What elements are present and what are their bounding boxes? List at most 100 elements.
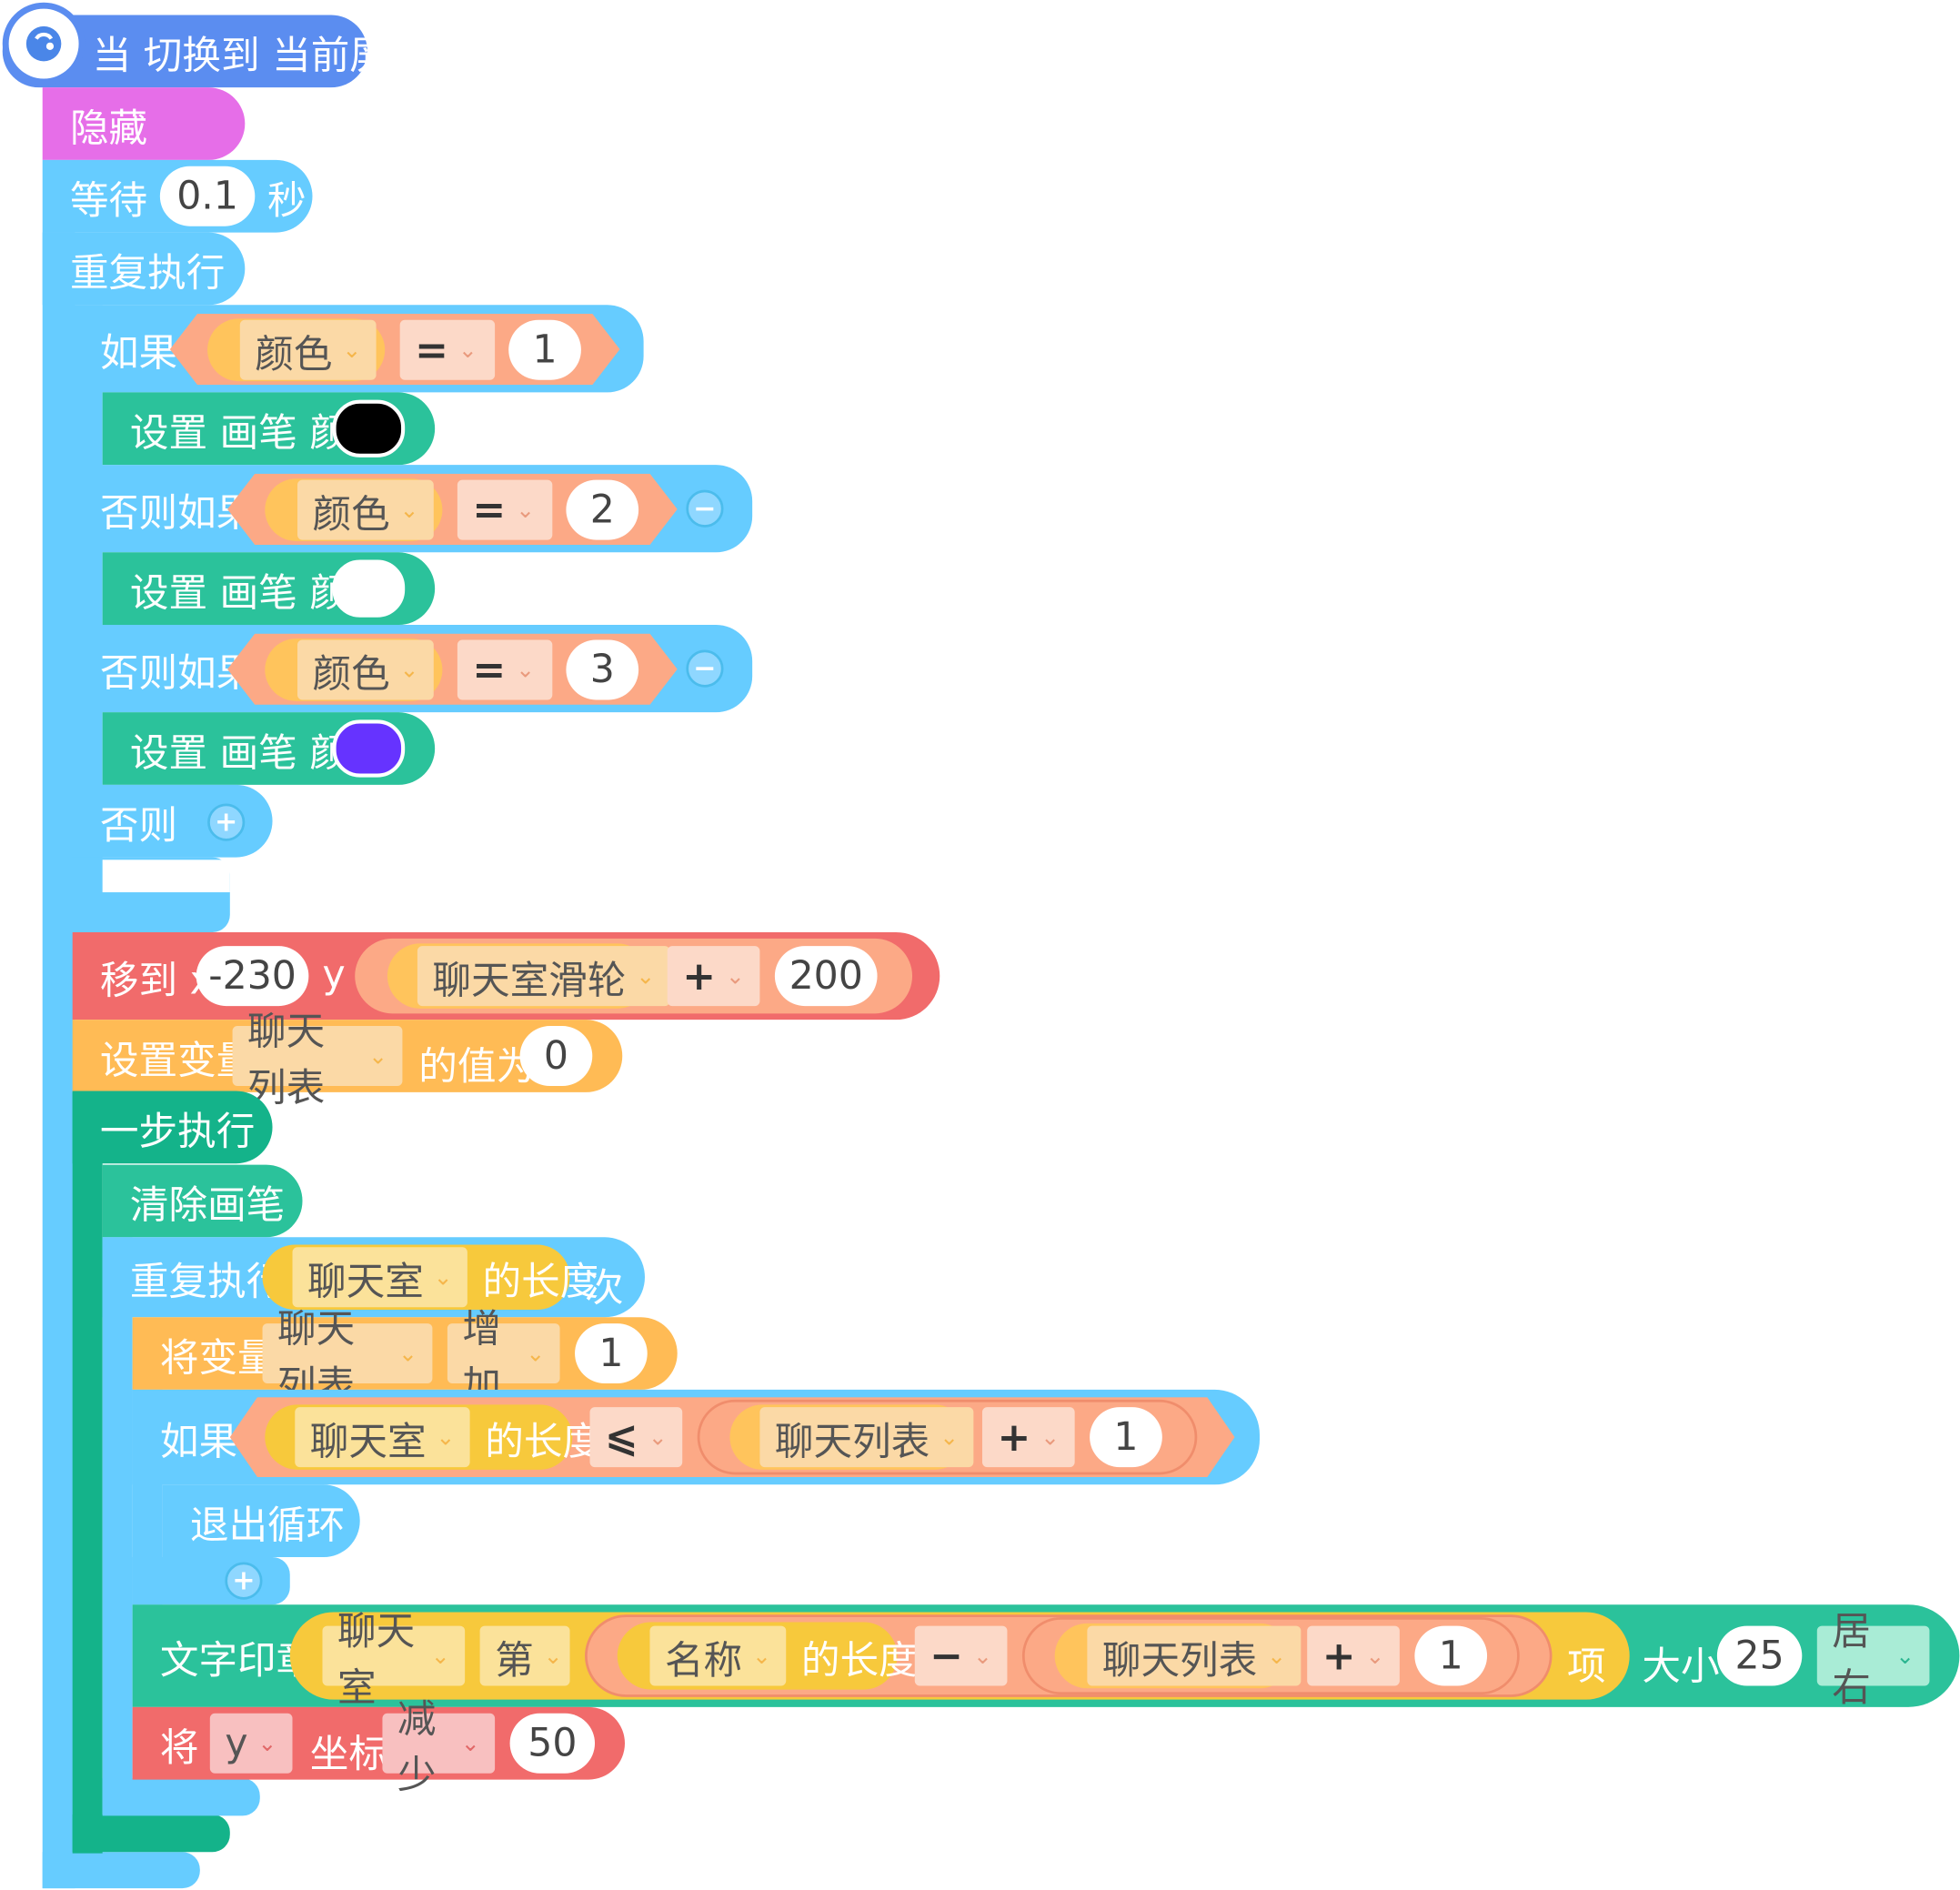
elif2-var-reporter[interactable]: 颜色⌄ [265, 478, 443, 541]
pen2-color-swatch[interactable] [332, 559, 406, 618]
setvar-label2: 的值为 [418, 1044, 536, 1091]
repeat-length-reporter[interactable]: 聊天室⌄ 的长度 [262, 1244, 598, 1310]
setvar-var-dropdown[interactable]: 聊天列表⌄ [232, 1010, 403, 1111]
goto-var-reporter[interactable]: 聊天室滑轮⌄ [387, 943, 670, 1009]
movey-mode-dropdown[interactable]: 减少⌄ [382, 1697, 496, 1798]
stamp-list-dropdown[interactable]: 聊天室⌄ [322, 1610, 466, 1711]
chevron-down-icon: ⌄ [458, 337, 477, 364]
if2-label: 如果 [159, 1419, 238, 1464]
if2-var-dropdown[interactable]: 聊天列表⌄ [759, 1407, 974, 1468]
movey-value-input[interactable]: 50 [509, 1713, 596, 1774]
elif2-value-input[interactable]: 2 [566, 479, 639, 540]
elif3-remove-button[interactable]: − [686, 649, 724, 688]
stamp-length-label: 的长度 [800, 1637, 918, 1684]
wait-seconds-input[interactable]: 0.1 [159, 166, 256, 226]
else-slot-inner [102, 860, 230, 893]
if2-bottom [132, 1557, 290, 1605]
stamp-length-reporter[interactable]: 名称⌄ 的长度 [617, 1622, 918, 1690]
setvar-value-input[interactable]: 0 [519, 1026, 593, 1087]
chevron-down-icon: ⌄ [342, 337, 362, 364]
elif2-op-dropdown[interactable]: =⌄ [457, 479, 553, 540]
chevron-down-icon: ⌄ [752, 1643, 771, 1669]
movey-label2: 坐标 [309, 1732, 387, 1777]
stamp-op2-dropdown[interactable]: +⌄ [1307, 1625, 1400, 1686]
repeat-bottom [102, 1778, 260, 1816]
if2-op-dropdown[interactable]: ⩽⌄ [589, 1407, 683, 1468]
if1-label: 如果 [99, 330, 178, 376]
elif3-value-input[interactable]: 3 [566, 639, 639, 700]
change-label: 将变量 [159, 1335, 276, 1381]
else-block[interactable]: 否则 [72, 784, 273, 858]
if1-value-input[interactable]: 1 [508, 319, 581, 380]
chevron-down-icon: ⌄ [398, 1340, 417, 1367]
goto-x-input[interactable]: -230 [196, 946, 309, 1007]
chevron-down-icon: ⌄ [543, 1643, 563, 1669]
stamp-name-dropdown[interactable]: 名称⌄ [649, 1625, 787, 1686]
goto-y-label: y [322, 951, 346, 998]
change-value-input[interactable]: 1 [575, 1323, 648, 1384]
goto-value-input[interactable]: 200 [774, 946, 878, 1007]
wait-block[interactable]: 等待 0.1 秒 [42, 159, 313, 233]
elif3-op-dropdown[interactable]: =⌄ [457, 639, 553, 700]
forever-block[interactable]: 重复执行 [42, 232, 246, 306]
broadcast-screen-icon [2, 2, 85, 85]
chevron-down-icon: ⌄ [436, 1423, 456, 1451]
goto-var-dropdown[interactable]: 聊天室滑轮⌄ [417, 946, 670, 1007]
chevron-down-icon: ⌄ [1365, 1643, 1385, 1669]
movey-label: 将 [159, 1724, 199, 1771]
repeat-length-label: 的长度 [482, 1259, 599, 1304]
if2-list-dropdown[interactable]: 聊天室⌄ [295, 1407, 470, 1468]
chevron-down-icon: ⌄ [516, 497, 535, 524]
if1-op-dropdown[interactable]: =⌄ [399, 319, 496, 380]
if2-length-label: 的长度 [485, 1419, 602, 1464]
stamp-value-input[interactable]: 1 [1414, 1625, 1488, 1686]
stamp-size-input[interactable]: 25 [1716, 1625, 1803, 1686]
hide-label: 隐藏 [69, 106, 148, 151]
stamp-align-dropdown[interactable]: 居右⌄ [1816, 1610, 1930, 1711]
chevron-down-icon: ⌄ [399, 497, 419, 524]
movey-axis-dropdown[interactable]: y⌄ [209, 1713, 293, 1774]
forever-label: 重复执行 [69, 250, 226, 296]
wait-unit: 秒 [267, 177, 307, 224]
clear-label: 清除画笔 [129, 1182, 286, 1228]
goto-op-dropdown[interactable]: +⌄ [667, 946, 760, 1007]
chevron-down-icon: ⌄ [636, 962, 656, 990]
chevron-down-icon: ⌄ [516, 657, 535, 683]
if1-var-dropdown[interactable]: 颜色⌄ [239, 319, 377, 380]
elif2-remove-button[interactable]: − [686, 489, 724, 528]
step-run-block[interactable]: 一步执行 [72, 1091, 273, 1164]
elif2-var-dropdown[interactable]: 颜色⌄ [297, 479, 434, 540]
clear-pen-block[interactable]: 清除画笔 [102, 1164, 303, 1238]
step-label: 一步执行 [99, 1109, 256, 1154]
repeat-times-label: 次 [585, 1265, 624, 1312]
if2-length-reporter[interactable]: 聊天室⌄ 的长度 [265, 1404, 601, 1470]
break-loop-block[interactable]: 退出循环 [162, 1484, 360, 1558]
change-var-dropdown[interactable]: 聊天列表⌄ [262, 1307, 433, 1408]
if2-op2-dropdown[interactable]: +⌄ [981, 1407, 1075, 1468]
if2-var-reporter[interactable]: 聊天列表⌄ [729, 1404, 974, 1470]
repeat-list-dropdown[interactable]: 聊天室⌄ [292, 1247, 468, 1308]
hide-block[interactable]: 隐藏 [42, 87, 246, 160]
else-label: 否则 [99, 802, 178, 849]
pen1-color-swatch[interactable] [332, 399, 406, 457]
repeat-label: 重复执行 [129, 1259, 286, 1304]
stamp-index-dropdown[interactable]: 第⌄ [479, 1625, 570, 1686]
stamp-op-dropdown[interactable]: −⌄ [914, 1625, 1008, 1686]
stamp-var-reporter[interactable]: 聊天列表⌄ [1054, 1623, 1302, 1689]
pen3-color-swatch[interactable] [332, 719, 406, 778]
elif3-var-dropdown[interactable]: 颜色⌄ [297, 639, 434, 700]
setvar-label: 设置变量 [99, 1038, 256, 1083]
elif3-var-reporter[interactable]: 颜色⌄ [265, 638, 443, 701]
change-mode-dropdown[interactable]: 增加⌄ [447, 1307, 560, 1408]
if2-add-button[interactable]: + [225, 1562, 263, 1600]
chevron-down-icon: ⌄ [399, 657, 419, 683]
if2-value-input[interactable]: 1 [1090, 1407, 1162, 1468]
if1-var-reporter[interactable]: 颜色⌄ [207, 318, 386, 382]
stamp-size-label: 大小 [1642, 1644, 1720, 1690]
chevron-down-icon: ⌄ [460, 1730, 480, 1757]
chevron-down-icon: ⌄ [368, 1042, 387, 1070]
else-add-button[interactable]: + [207, 803, 246, 841]
break-label: 退出循环 [189, 1503, 346, 1548]
stamp-var-dropdown[interactable]: 聊天列表⌄ [1087, 1625, 1302, 1686]
chevron-down-icon: ⌄ [257, 1730, 277, 1757]
